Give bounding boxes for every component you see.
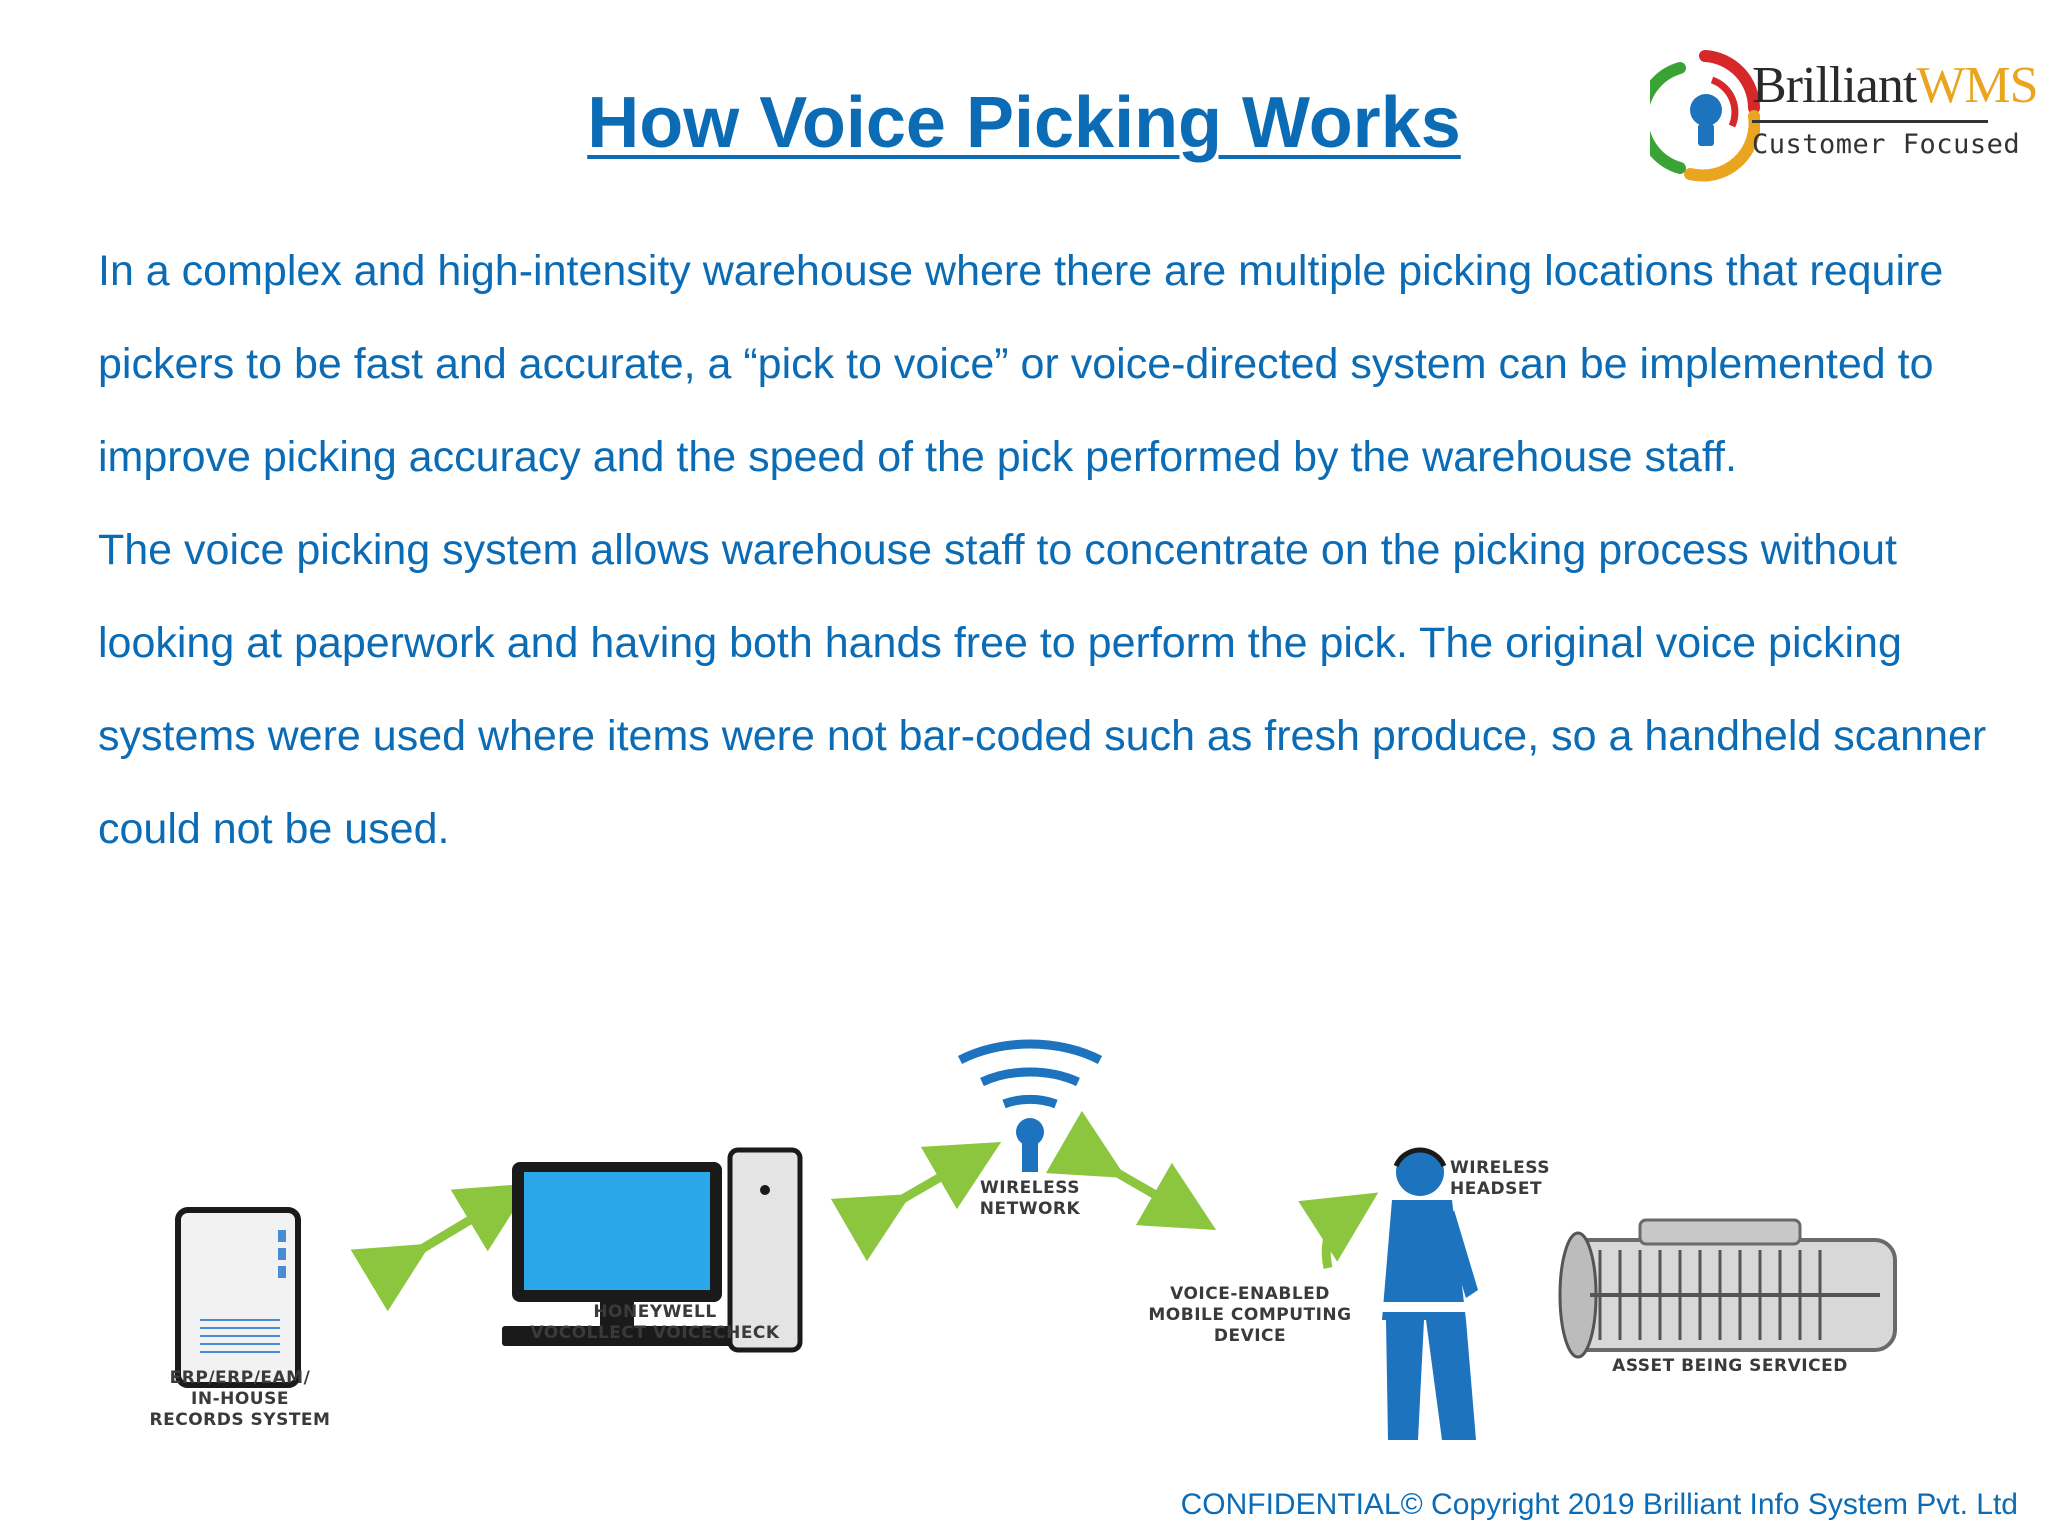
double-arrow-1 xyxy=(350,1183,531,1312)
records-system-label: ERP/ERP/EAM/ IN-HOUSE RECORDS SYSTEM xyxy=(149,1368,331,1430)
device-label: VOICE-ENABLED MOBILE COMPUTING DEVICE xyxy=(1148,1284,1352,1346)
records-server-icon xyxy=(175,1207,301,1388)
brand-logo: BrilliantWMS Customer Focused xyxy=(1636,46,2039,186)
logo-tagline: Customer Focused xyxy=(1752,129,2021,160)
diagram-graphics xyxy=(175,1039,1897,1440)
copyright-footer: CONFIDENTIAL© Copyright 2019 Brilliant I… xyxy=(1180,1488,2018,1521)
double-arrow-3 xyxy=(1045,1110,1217,1231)
wireless-network-icon xyxy=(957,1039,1103,1172)
logo-swirl-icon xyxy=(1636,50,1761,182)
voice-picking-diagram: ERP/ERP/EAM/ IN-HOUSE RECORDS SYSTEM HON… xyxy=(120,1020,1940,1460)
worker-figure-icon xyxy=(1382,1147,1478,1440)
curved-arrow xyxy=(1298,1192,1379,1269)
jet-engine-icon xyxy=(1558,1218,1897,1359)
headset-label: WIRELESS HEADSET xyxy=(1450,1158,1550,1199)
body-text: In a complex and high-intensity warehous… xyxy=(98,225,1998,876)
page-title: How Voice Picking Works xyxy=(587,83,1461,163)
paragraph-1: In a complex and high-intensity warehous… xyxy=(98,247,1944,481)
asset-label: ASSET BEING SERVICED xyxy=(1612,1356,1848,1376)
logo-brand-accent: WMS xyxy=(1916,57,2038,114)
logo-brand-main: Brilliant xyxy=(1752,57,1917,114)
computer-label: HONEYWELL VOCOLLECT VOICECHECK xyxy=(530,1302,780,1343)
paragraph-2: The voice picking system allows warehous… xyxy=(98,526,1987,853)
logo-divider xyxy=(1752,120,1988,123)
double-arrow-2 xyxy=(830,1141,1002,1262)
computer-icon xyxy=(502,1147,803,1353)
network-label: WIRELESS NETWORK xyxy=(979,1178,1081,1219)
logo-brand: BrilliantWMS xyxy=(1752,56,2039,116)
